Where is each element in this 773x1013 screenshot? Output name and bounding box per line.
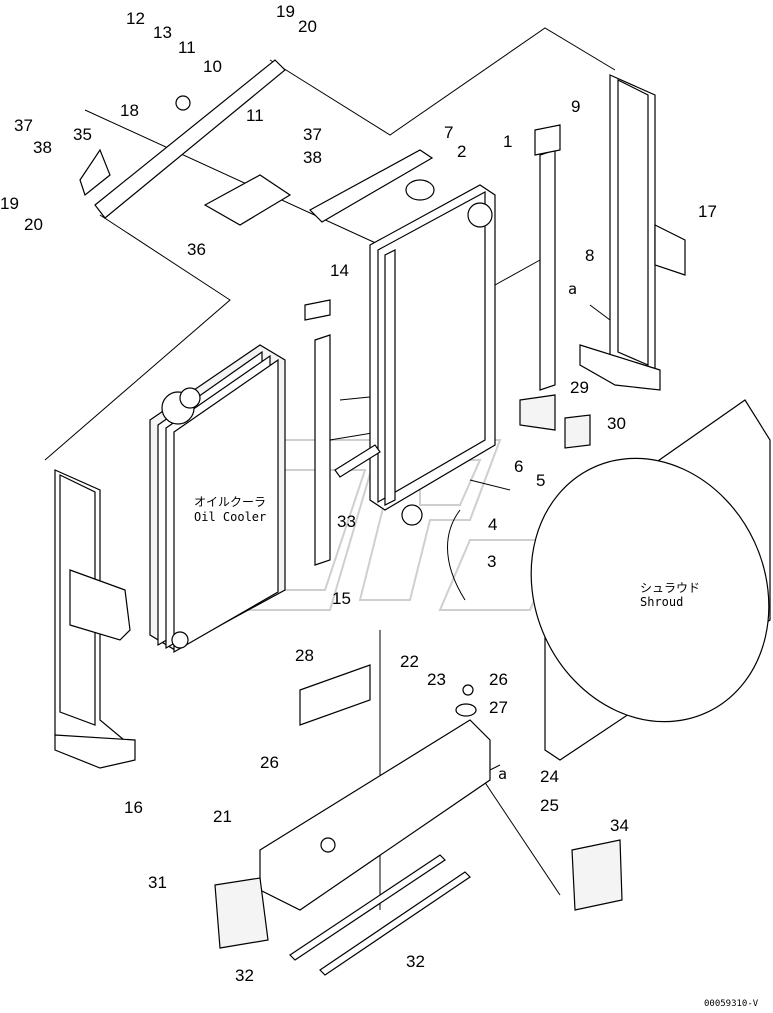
bottom-member-21 [214,664,623,976]
callout-26: 26 [489,670,508,689]
callout-29: 29 [570,378,589,397]
oil-cooler-label-jp: オイルクーラ [194,495,266,509]
callout-20b: 20 [24,215,43,234]
callout-13: 13 [153,23,172,42]
callout-4: 4 [488,515,497,534]
callout-11b: 11 [246,106,264,125]
blocks-29-30 [519,394,591,449]
callout-17: 17 [698,202,717,221]
callout-28: 28 [295,646,314,665]
callout-27: 27 [489,698,508,717]
callout-5: 5 [536,471,545,490]
callout-19: 19 [276,2,295,21]
shroud [530,399,771,761]
ref-a-bottom: a [498,765,507,783]
callout-32: 32 [235,966,254,985]
shroud-label-jp: シュラウド [640,581,700,595]
shroud-label-en: Shroud [640,595,683,609]
top-brackets [79,59,292,226]
callout-12: 12 [126,9,145,28]
drawing-code: 00059310-V [704,999,759,1009]
callout-37: 37 [14,116,33,135]
callout-33: 33 [337,512,356,531]
right-frame-17 [579,74,686,391]
callout-9: 9 [571,97,580,116]
callout-2: 2 [457,142,466,161]
callout-18: 18 [120,101,139,120]
callout-3: 3 [487,552,496,571]
radiator-cap-2 [405,179,435,201]
callout-32b: 32 [406,952,425,971]
oil-cooler [149,344,286,654]
callout-6: 6 [514,457,523,476]
callout-37b: 37 [303,125,322,144]
callout-24: 24 [540,767,559,786]
callout-23: 23 [427,670,446,689]
callout-10: 10 [203,57,222,76]
callout-11: 11 [178,38,196,57]
seals [304,124,561,566]
callout-35: 35 [73,125,92,144]
callout-22: 22 [400,652,419,671]
callout-16: 16 [124,798,143,817]
callout-15: 15 [332,589,351,608]
callout-8: 8 [585,246,594,265]
callout-14: 14 [330,261,349,280]
callout-19b: 19 [0,194,19,213]
callout-36: 36 [187,240,206,259]
callout-25: 25 [540,796,559,815]
callout-20: 20 [298,17,317,36]
callout-38b: 38 [303,148,322,167]
callout-26b: 26 [260,753,279,772]
callout-labels: 12 13 11 10 19 20 37 38 18 35 11 37 38 7… [0,2,717,985]
callout-34: 34 [610,816,629,835]
callout-21: 21 [213,807,232,826]
radiator-core-1 [369,184,496,526]
oil-cooler-label-en: Oil Cooler [194,510,266,524]
part-name-labels: オイルクーラ Oil Cooler シュラウド Shroud [194,495,700,609]
hose-3 [447,509,466,601]
leader-lines [44,27,616,910]
callout-30: 30 [607,414,626,433]
callout-7: 7 [444,123,453,142]
ref-a-top: a [568,280,577,298]
left-frame-16 [54,469,136,769]
callout-1: 1 [503,132,512,151]
callout-31: 31 [148,873,167,892]
callout-38: 38 [33,138,52,157]
